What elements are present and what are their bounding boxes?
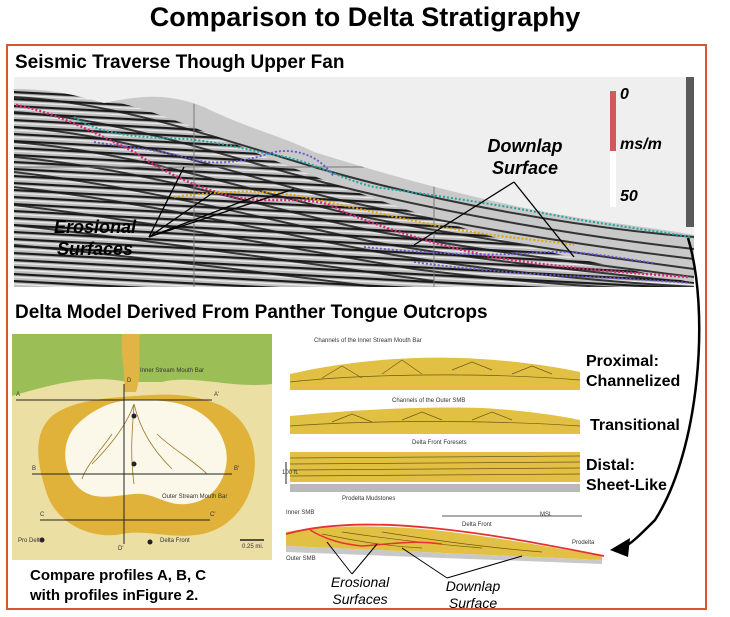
msl-label: MSL bbox=[540, 512, 553, 518]
map-d2-label: D' bbox=[118, 546, 124, 552]
row-channelized-label: Channelized bbox=[586, 373, 681, 390]
map-a2-label: A' bbox=[214, 392, 220, 398]
compare-note: Compare profiles A, B, C with profiles i… bbox=[30, 566, 206, 606]
page-title: Comparison to Delta Stratigraphy bbox=[149, 2, 581, 32]
figure-frame bbox=[6, 44, 707, 610]
outer-smb-label: Outer SMB bbox=[286, 556, 316, 562]
row-sheet-like-label: Sheet-Like bbox=[586, 477, 667, 494]
seismic-section bbox=[14, 77, 694, 287]
delta-cross-sections: Channels of the Inner Stream Mouth Bar C… bbox=[282, 334, 612, 611]
map-a-label: A bbox=[16, 392, 21, 398]
map-inner-mouth-bar-label: Inner Stream Mouth Bar bbox=[140, 368, 205, 374]
delta-front-foresets-label: Delta Front Foresets bbox=[412, 440, 467, 446]
map-c2-label: C' bbox=[210, 512, 216, 518]
row-proximal-label: Proximal: bbox=[586, 353, 659, 370]
map-b-label: B bbox=[32, 466, 37, 472]
map-outer-mouth-bar-label: Outer Stream Mouth Bar bbox=[162, 494, 228, 500]
seismic-heading: Seismic Traverse Though Upper Fan bbox=[15, 52, 345, 73]
prodelta-label: Prodelta bbox=[572, 540, 595, 546]
cross-section-image bbox=[282, 334, 612, 579]
section-delta-front-label: Delta Front bbox=[462, 522, 492, 528]
erosional-surfaces-label: Erosional Surfaces bbox=[53, 217, 137, 259]
vertical-scale-label: 100 ft. bbox=[282, 470, 299, 476]
seismic-image bbox=[14, 77, 694, 287]
channels-outer-label: Channels of the Outer SMB bbox=[392, 398, 466, 404]
downlap-surface-label: Downlap Surface bbox=[487, 136, 563, 178]
map-b2-label: B' bbox=[234, 466, 240, 472]
row-transitional-label: Transitional bbox=[590, 417, 680, 434]
section-downlap-surface-label: Downlap Surface bbox=[445, 578, 501, 611]
delta-map-image bbox=[12, 334, 272, 560]
row-distal-label: Distal: bbox=[586, 457, 635, 474]
scale-unit: ms/m bbox=[620, 136, 662, 153]
inner-smb-label: Inner SMB bbox=[286, 510, 315, 516]
compare-note-line-1: Compare profiles A, B, C bbox=[30, 567, 207, 584]
map-pro-delta-label: Pro Delta bbox=[18, 538, 44, 544]
section-erosional-surfaces-label: Erosional Surfaces bbox=[330, 574, 390, 607]
scale-bottom-value: 50 bbox=[620, 188, 638, 205]
map-c-label: C bbox=[40, 512, 45, 518]
prodelta-mudstones-label: Prodelta Mudstones bbox=[342, 496, 396, 502]
delta-map: Inner Stream Mouth Bar Outer Stream Mout… bbox=[12, 334, 272, 560]
map-delta-front-label: Delta Front bbox=[160, 538, 190, 544]
map-d-label: D bbox=[127, 378, 132, 384]
connector-arrow bbox=[610, 237, 701, 557]
scale-top-value: 0 bbox=[620, 86, 629, 103]
delta-model-heading: Delta Model Derived From Panther Tongue … bbox=[15, 302, 488, 323]
compare-note-line-2: with profiles inFigure 2. bbox=[30, 587, 199, 604]
channels-inner-label: Channels of the Inner Stream Mouth Bar bbox=[314, 338, 422, 344]
map-scale-label: 0.25 mi. bbox=[242, 544, 264, 550]
